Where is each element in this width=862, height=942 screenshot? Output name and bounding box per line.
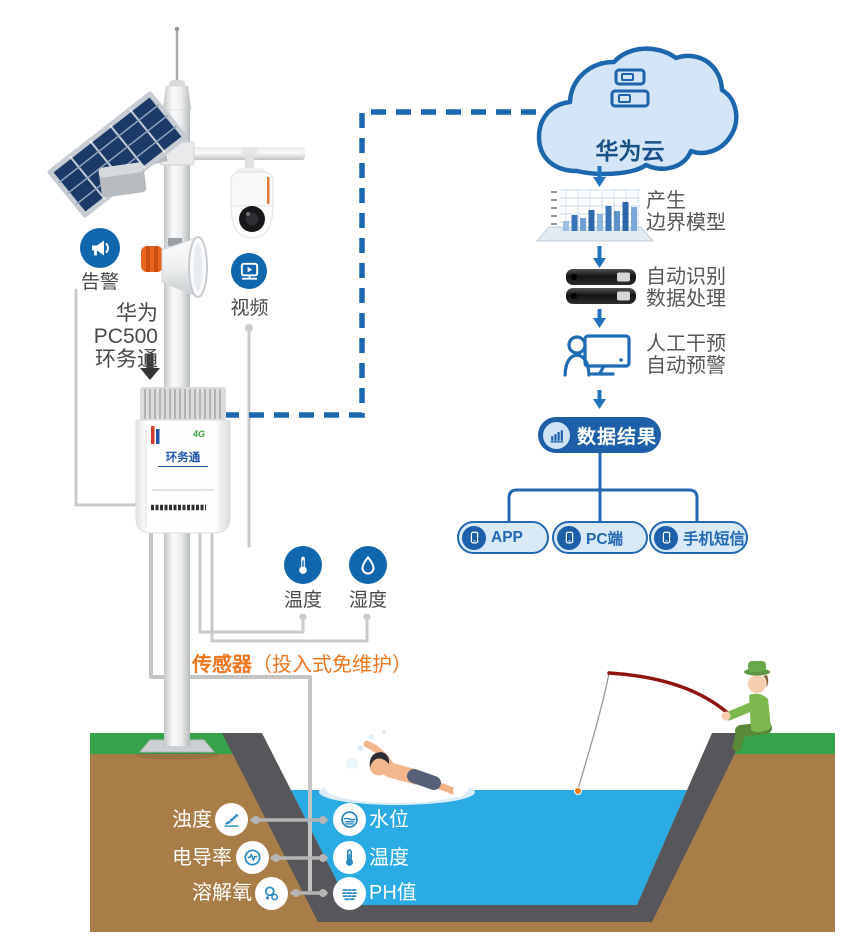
ph-badge (333, 877, 366, 910)
air-humidity-label: 湿度 (348, 590, 387, 611)
bar-chart-icon (543, 421, 570, 449)
ph-label: PH值 (369, 882, 417, 904)
alarm-badge (80, 228, 120, 268)
conductivity-label: 电导率 (172, 847, 232, 869)
cloud-shape (536, 46, 739, 177)
water-level-badge (333, 803, 366, 836)
temp-connector (198, 532, 305, 634)
device-red-stripe (151, 426, 155, 444)
alarm-connector (74, 288, 162, 507)
sensor-note: 传感器（投入式免维护） (192, 648, 412, 677)
water-temp-label: 温度 (369, 847, 409, 869)
fishing-rod (607, 671, 733, 718)
droplet-icon (361, 556, 375, 575)
ptz-camera (230, 148, 274, 239)
output-branch-lines (507, 452, 699, 522)
megaphone-horn (141, 236, 208, 298)
dissolved-oxygen-label: 溶解氧 (192, 882, 252, 904)
thermometer-icon (299, 556, 307, 574)
fishing-line (577, 672, 610, 790)
uplink-dashed-line (224, 109, 540, 418)
bubbles-icon (264, 886, 278, 901)
conductivity-badge (236, 841, 269, 874)
alarm-label: 告警 (80, 272, 119, 293)
flow-arrows (593, 166, 606, 409)
connector-lines (74, 288, 369, 643)
device-title-line1: 华为PC500 (93, 302, 158, 348)
flow-step-1-label: 产生 边界模型 (646, 190, 726, 234)
datalogger-device (135, 387, 231, 534)
sensor-cable (149, 530, 312, 891)
device-blue-stripe (156, 429, 160, 444)
air-humidity-badge (349, 546, 387, 584)
output-sms: 手机短信 (649, 521, 748, 554)
fishing-float (574, 787, 582, 795)
device-4g-badge: 4G (193, 429, 206, 439)
heat-sink (140, 387, 226, 421)
output-app: APP (457, 521, 549, 554)
swimmer-illustration (319, 730, 475, 805)
water-level-label: 水位 (369, 809, 409, 831)
output-pc: PC端 (552, 521, 648, 554)
server-stack-icon (566, 269, 636, 304)
phone-icon (557, 525, 581, 550)
cloud-server-icon (610, 68, 650, 108)
water-level-icon (341, 811, 358, 828)
phone-icon (462, 525, 486, 550)
huawei-cloud-node (536, 46, 739, 177)
cloud-label: 华为云 (595, 138, 665, 164)
device-brand-label: 环务通 (158, 449, 208, 467)
pond-air-gap (262, 733, 712, 790)
water-temp-badge (333, 841, 366, 874)
device-pointer-arrow (140, 354, 160, 380)
dissolved-oxygen-badge (255, 877, 288, 910)
video-label: 视频 (230, 298, 269, 319)
thermometer-icon (346, 849, 353, 866)
air-temp-label: 温度 (283, 590, 322, 611)
fisherman-illustration (574, 661, 772, 795)
data-result-node: 数据结果 (538, 417, 661, 453)
output-app-label: APP (491, 528, 523, 546)
flow-step-3-label: 人工干预 自动预警 (646, 333, 726, 377)
video-badge (231, 253, 267, 289)
output-sms-label: 手机短信 (683, 530, 746, 548)
sensor-note-detail: （投入式免维护） (252, 654, 412, 676)
pond-cross-section (90, 733, 835, 932)
wave-pulse-icon (244, 849, 261, 866)
device-body (135, 419, 231, 534)
phone-icon (654, 525, 678, 550)
output-pc-label: PC端 (586, 530, 624, 548)
solar-panel (47, 91, 188, 218)
pond-water (291, 790, 687, 905)
trend-chart-icon (224, 814, 239, 827)
data-result-label: 数据结果 (577, 426, 658, 448)
human-intervention-icon (563, 334, 631, 377)
layered-water-icon (342, 889, 357, 901)
megaphone-icon (92, 240, 109, 256)
flow-step-2-label: 自动识别 数据处理 (646, 266, 726, 310)
sensor-note-title: 传感器 (192, 654, 252, 676)
device-title: 华为PC500 环务通 (52, 302, 158, 371)
air-temp-badge (284, 546, 322, 584)
turbidity-label: 浊度 (172, 809, 212, 831)
device-title-line2: 环务通 (95, 348, 158, 371)
boundary-model-chart-icon (535, 189, 655, 242)
turbidity-badge (215, 803, 248, 836)
video-icon (240, 262, 258, 280)
humidity-connector (210, 532, 369, 643)
